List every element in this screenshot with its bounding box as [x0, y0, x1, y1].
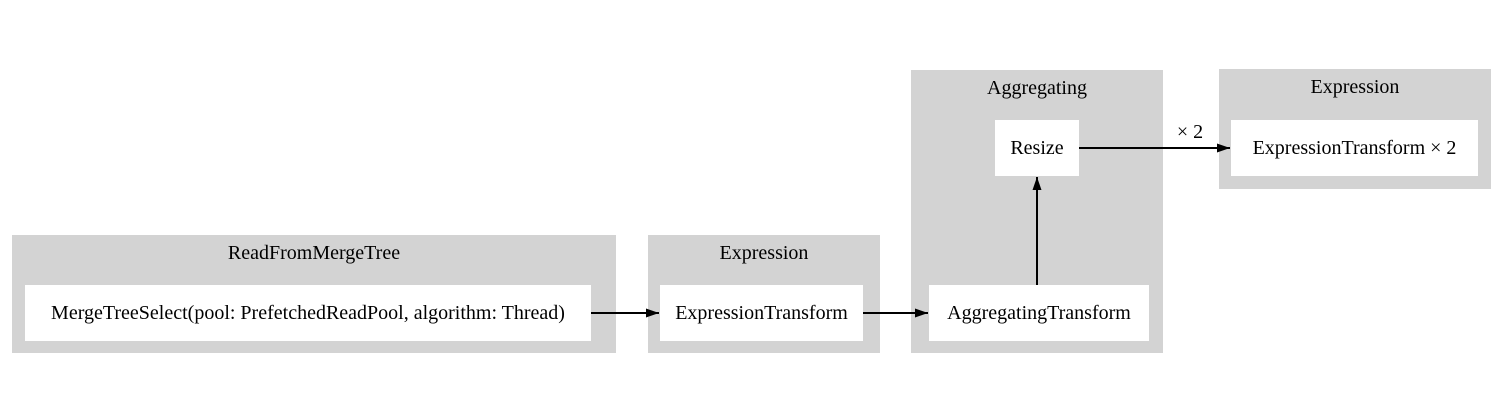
node-expressiontransform-x2: ExpressionTransform × 2 [1231, 120, 1478, 176]
cluster-aggregating: Aggregating Resize AggregatingTransform [911, 70, 1163, 353]
cluster-title-expression-2: Expression [1310, 76, 1400, 98]
node-expressiontransform: ExpressionTransform [660, 285, 863, 341]
node-resize: Resize [995, 120, 1079, 176]
cluster-title-expression-1: Expression [719, 242, 809, 264]
node-aggregatingtransform: AggregatingTransform [929, 285, 1149, 341]
edge-label-x2: × 2 [1176, 121, 1204, 143]
cluster-expression-2: Expression ExpressionTransform × 2 [1219, 69, 1491, 189]
cluster-expression-1: Expression ExpressionTransform [648, 235, 880, 353]
cluster-title-aggregating: Aggregating [987, 77, 1087, 99]
cluster-title-readfrommergetree: ReadFromMergeTree [227, 242, 401, 264]
node-mergetreeselect: MergeTreeSelect(pool: PrefetchedReadPool… [25, 285, 591, 341]
cluster-readfrommergetree: ReadFromMergeTree MergeTreeSelect(pool: … [12, 235, 616, 353]
